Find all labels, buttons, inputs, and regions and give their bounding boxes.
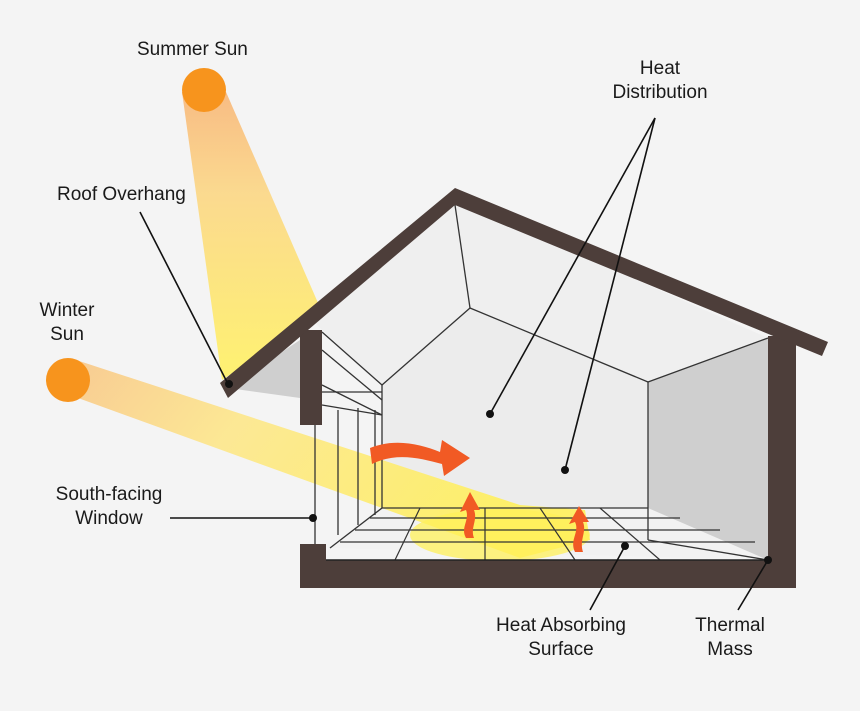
leader-dots (225, 380, 772, 564)
leader-lines (139, 117, 769, 611)
label-roof-overhang: Roof Overhang (57, 184, 186, 205)
winter-sun-icon (46, 358, 90, 402)
label-heat-distribution: Heat Distribution (612, 58, 708, 103)
eave-soffit (228, 340, 300, 398)
left-wall-upper (300, 330, 322, 425)
roof (220, 188, 828, 398)
winter-sun-floor-patch (410, 509, 590, 561)
interior-edges (321, 204, 769, 561)
heat-arrow-icon (460, 492, 480, 538)
heat-arrow-icon (370, 440, 470, 476)
right-wall (768, 336, 796, 588)
floor-grid (340, 507, 755, 561)
label-winter-sun: Winter Sun (39, 300, 95, 345)
ceiling (312, 200, 768, 385)
summer-sun-icon (182, 68, 226, 112)
heat-arrow-icon (569, 506, 589, 552)
label-summer-sun: Summer Sun (137, 39, 248, 60)
label-south-facing-window: South-facing Window (55, 484, 163, 529)
left-wall-lower (300, 544, 326, 588)
summer-sun-beam (182, 92, 322, 380)
floor-slab (326, 560, 768, 588)
label-thermal-mass: Thermal Mass (695, 615, 765, 660)
right-side-wall (648, 338, 768, 560)
label-heat-absorbing-surface: Heat Absorbing Surface (496, 615, 626, 660)
